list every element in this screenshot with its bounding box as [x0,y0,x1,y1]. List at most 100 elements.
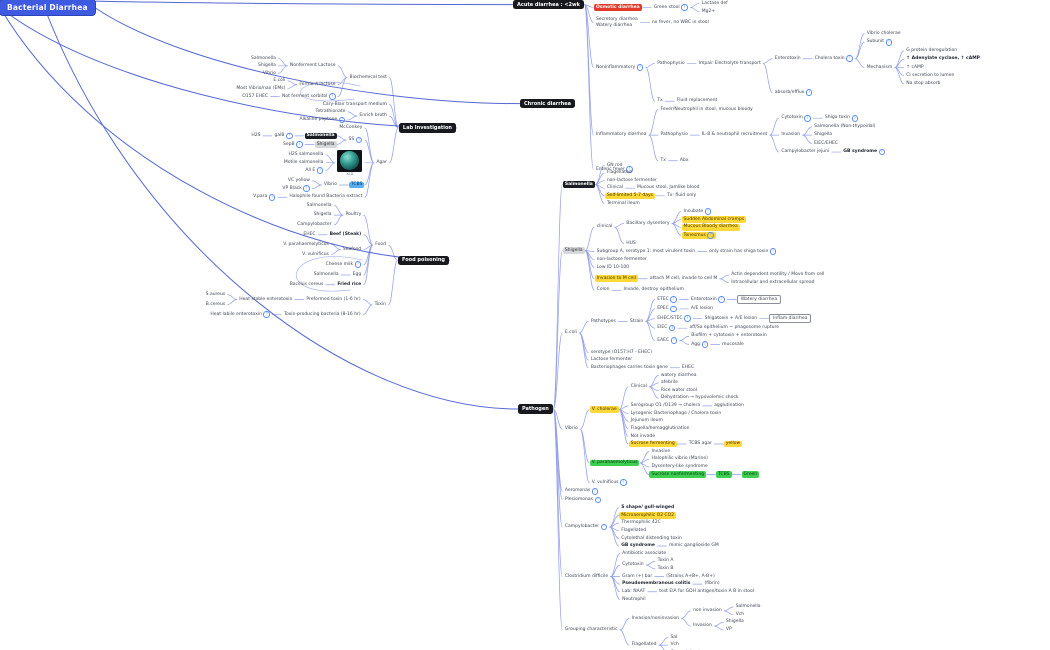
map-node[interactable]: V. vulnificus? [590,479,629,487]
map-node[interactable]: Fever/Neutrophil in stool, mucous bloody [658,106,754,113]
map-node[interactable]: Motile salmonella [282,159,325,166]
map-node[interactable]: Na stop absorb [904,81,942,88]
map-node[interactable]: serotype (O157:H7 - EHEC) [589,349,654,356]
map-node[interactable]: Pathophysio [658,132,689,139]
central-topic[interactable]: Bacterial Diarrhea [0,0,95,15]
map-node[interactable]: Nonferment Lactose [288,63,338,70]
map-node[interactable]: Enterotoxin? [689,296,727,304]
map-node[interactable]: V. parahaemolyticus [281,241,331,248]
map-node[interactable]: SepB? [281,141,305,149]
map-node[interactable]: Lysogenic Bacteriophage / Cholera toxin [629,410,724,417]
map-node[interactable]: Ferment lactose [297,81,337,88]
map-node[interactable]: Pseudomembranous colitis [620,581,692,588]
map-node[interactable]: Invasive [649,448,672,455]
map-node[interactable]: Heat labile enterotoxin? [208,311,272,319]
map-node[interactable]: Agar [374,160,389,167]
map-node[interactable]: Salmonella [305,202,334,209]
map-node[interactable]: All E? [303,167,325,175]
map-node[interactable]: Lactase def [700,0,730,7]
map-node[interactable]: Cheese milk? [324,261,364,269]
map-node[interactable]: Pathogen [518,404,553,414]
map-node[interactable]: Salmonella (Non-thypoidal) [812,124,877,131]
map-node[interactable]: Salmonella [734,604,763,611]
map-node[interactable]: Preformed toxin (1-6 hr) [304,296,362,303]
map-node[interactable]: Invade, destroy epithelium [621,287,685,294]
map-node[interactable]: IL-8 & neutrophil recruitment [700,132,769,139]
map-node[interactable]: non invasion [691,608,724,615]
map-node[interactable]: Tx: fluid only [665,193,698,200]
map-node[interactable]: absorb/efflux? [773,89,815,97]
map-node[interactable]: Pathotypes [589,318,618,325]
map-node[interactable]: Food poisoning [398,255,449,265]
map-node[interactable]: Flagellated [630,642,659,649]
map-node[interactable]: non-lactose fermenter [605,177,659,184]
map-node[interactable]: Invasion [779,132,802,139]
map-node[interactable]: Clinical [605,185,625,192]
map-node[interactable]: E.coli [563,329,579,336]
map-node[interactable]: Tx [655,98,664,105]
map-node[interactable]: Cholera toxin? [813,55,855,63]
map-node[interactable]: Mucous stool, Jamlike blood [635,185,701,192]
map-node[interactable]: Cytotoxin? [779,114,813,122]
map-node[interactable]: Serogroup O1 /O139 → cholera [629,403,702,410]
map-node[interactable]: Beef (Steak) [328,231,364,238]
map-node[interactable]: Invasion to M cell [594,275,638,283]
map-node[interactable]: Biofilm + cytotoxin + enterotoxin [689,333,768,340]
map-node[interactable]: V.para? [251,193,277,201]
map-node[interactable]: Vibrio [261,70,278,77]
map-node[interactable]: Microaerophilic O2 CO2 [619,512,677,519]
map-node[interactable]: TCBS [716,471,732,478]
map-node[interactable]: Campylobacter? [563,523,609,531]
map-node[interactable]: Mechanism [865,64,895,71]
map-node[interactable]: Salmonella [304,132,337,140]
map-node[interactable]: Vch [734,611,746,618]
map-node[interactable]: V. vulnificus [300,251,331,258]
map-node[interactable]: Acute diarrhea : <2wk [513,0,584,10]
map-node[interactable]: Toxin [373,302,388,309]
map-node[interactable]: Impair Electrolyte transport [697,60,763,67]
map-node[interactable]: S.aureus [204,291,228,298]
map-node[interactable]: Dehydration → hypovolemic shock [659,395,741,402]
map-node[interactable]: VP [724,627,734,634]
map-node[interactable]: G protein deregulation [904,48,959,55]
map-node[interactable]: Tetrathionate [313,109,347,116]
map-node[interactable]: Egg [351,272,364,279]
map-node[interactable]: ETEC? [655,296,679,304]
map-node[interactable]: Shigella [312,212,334,219]
map-node[interactable]: Abx [678,157,691,164]
map-node[interactable]: EIEC? [655,324,677,332]
map-node[interactable]: McConkey [337,125,364,132]
map-node[interactable]: Low ID 10-100 [595,264,631,271]
map-node[interactable]: Biochemical test [348,74,389,81]
map-node[interactable]: Heat stable enterotoxin [237,296,294,303]
map-node[interactable]: Cytolethal distending toxin [619,535,684,542]
map-node[interactable]: mucosale [720,341,746,348]
map-node[interactable]: GN rod [605,162,625,169]
map-node[interactable]: Mucous Bloody diarrhea [681,223,740,231]
map-node[interactable]: Campylobacter jejuni [779,149,831,156]
map-node[interactable]: Shigella [812,132,834,139]
map-node[interactable]: Bacteriophages carries toxin gene [589,364,670,371]
map-node[interactable]: Strain [628,318,645,325]
map-node[interactable]: ↑ Adenylate cyclase, ↑ cAMP [904,56,982,63]
map-node[interactable]: Poultry [344,212,364,219]
map-node[interactable]: Sudden Abdominal cramps [681,216,747,223]
map-node[interactable]: EAEC? [655,337,679,345]
map-node[interactable]: Actin dependent motility / Move from cel… [729,272,826,279]
map-node[interactable]: Shigella [256,63,278,70]
map-node[interactable]: Toxin A [656,558,676,565]
map-node[interactable]: V. parahaemolyticus [589,459,640,467]
map-node[interactable]: HUS [624,240,638,247]
map-node[interactable]: Cytotoxin [620,562,645,569]
map-node[interactable]: Intracellular and extracellular spread [729,279,816,286]
map-node[interactable]: Subunit? [865,39,894,47]
map-node[interactable]: Flagellated [619,527,648,534]
map-node[interactable]: Grouping characteristic [563,627,620,634]
map-node[interactable]: Inflam diarrhea [769,313,812,324]
map-node[interactable]: GB syndrome [619,543,657,550]
map-node[interactable]: S shape/ gull-winged [619,505,676,512]
map-node[interactable]: VC yellow [286,177,312,184]
map-node[interactable]: Aeromonas? [563,487,600,495]
map-node[interactable]: E.coli [271,78,287,85]
map-node[interactable]: Vibrio cholerae [865,30,903,37]
